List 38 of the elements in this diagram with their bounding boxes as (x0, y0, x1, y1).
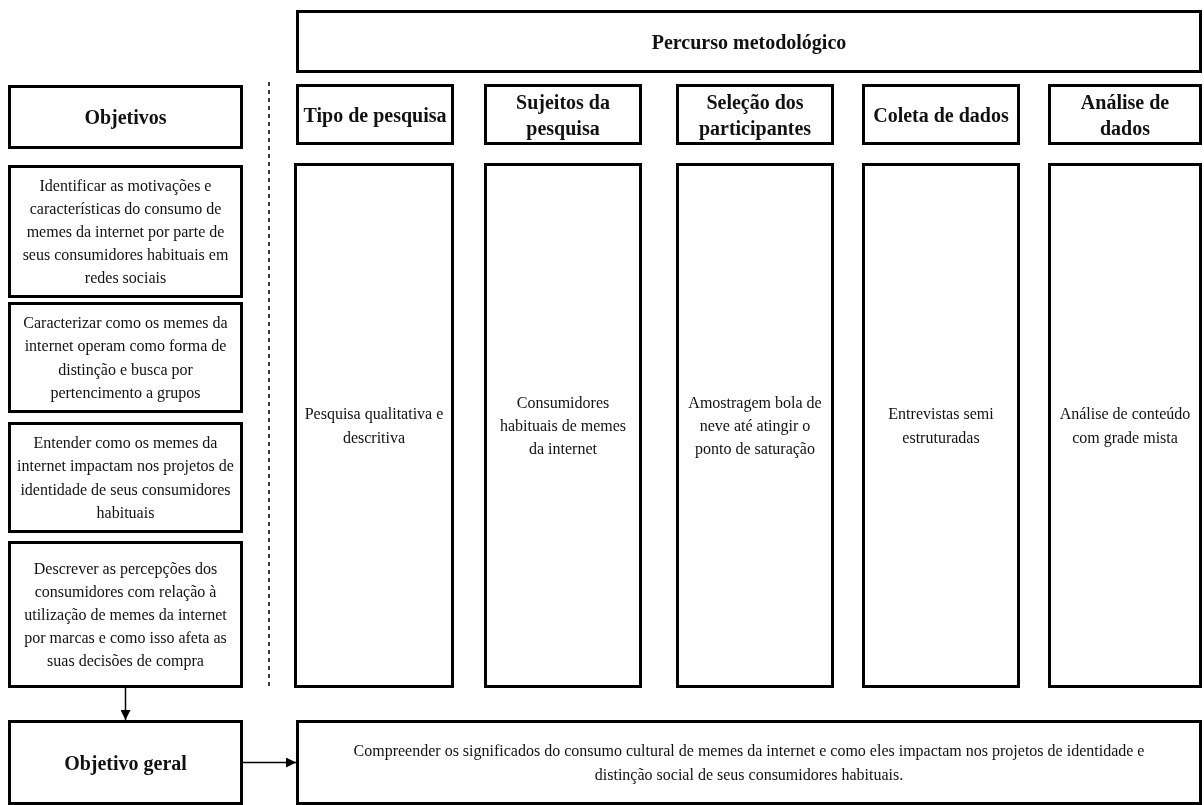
heading-text: Coleta de dados (873, 102, 1009, 128)
heading-box (296, 10, 1202, 73)
text-box (484, 163, 642, 688)
heading-text: Sujeitos da pesquisa (515, 89, 611, 141)
body-text: Compreender os significados do consumo cultural de memes da internet e como eles impactam nos projetos de identidade e distinção social de seus consumidores habituais. (352, 741, 1146, 786)
text-box (296, 720, 1202, 805)
arrow (120, 687, 131, 721)
body-text: Identificar as motivações e características do consumo de memes da internet por parte de seus consumidores habituais em redes sociais (21, 175, 230, 289)
text-box (8, 541, 243, 688)
heading-box (676, 84, 834, 145)
heading-box (8, 720, 243, 805)
arrow (242, 757, 297, 768)
body-text: Consumidores habituais de memes da internet (498, 392, 628, 460)
text-box (8, 422, 243, 533)
text-box (1048, 163, 1202, 688)
heading-box (484, 84, 642, 145)
text-box (294, 163, 454, 688)
heading-text: Percurso metodológico (651, 29, 847, 55)
text-box (8, 165, 243, 298)
heading-text: Objetivos (84, 105, 167, 130)
text-box (676, 163, 834, 688)
text-box (862, 163, 1020, 688)
body-text: Descrever as percepções dos consumidores com relação à utilização de memes da internet por marcas e como isso afeta as suas decisões de compra (23, 558, 228, 672)
heading-text: Objetivo geral (64, 750, 187, 776)
heading-box (1048, 84, 1202, 145)
body-text: Análise de conteúdo com grade mista (1058, 404, 1192, 449)
body-text: Entrevistas semi estruturadas (887, 404, 995, 448)
body-text: Caracterizar como os memes da internet operam como forma de distinção e busca por pertencimento a grupos (22, 313, 229, 404)
body-text: Pesquisa qualitativa e descritiva (303, 404, 445, 448)
text-box (8, 302, 243, 413)
heading-box (862, 84, 1020, 145)
heading-text: Análise de dados (1079, 89, 1171, 141)
heading-box (296, 84, 454, 145)
heading-box (8, 85, 243, 149)
body-text: Amostragem bola de neve até atingir o ponto de saturação (687, 392, 823, 460)
body-text: Entender como os memes da internet impactam nos projetos de identidade de seus consumidores habituais (16, 433, 235, 523)
heading-text: Seleção dos participantes (697, 89, 813, 141)
heading-text: Tipo de pesquisa (303, 102, 447, 128)
